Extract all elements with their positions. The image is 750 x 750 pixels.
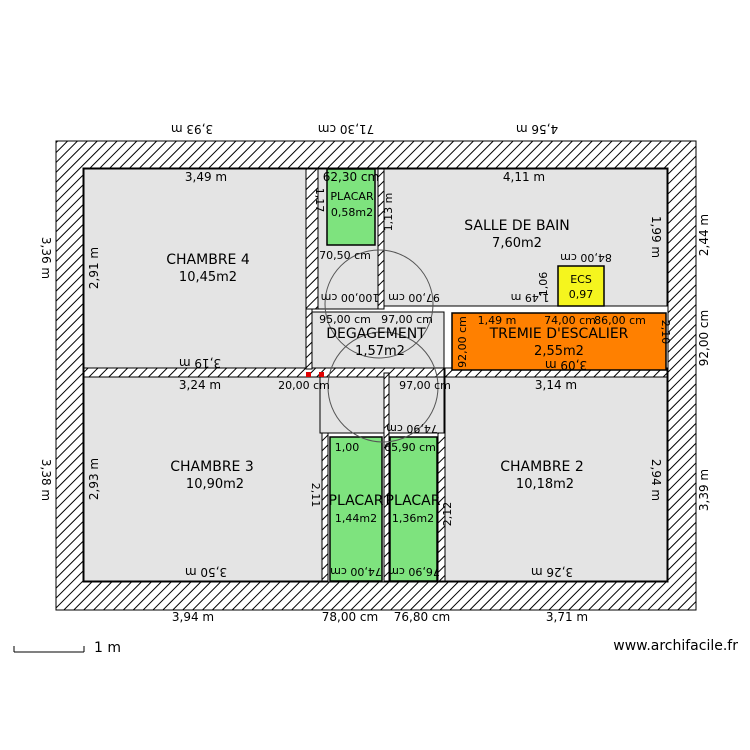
room-label: SALLE DE BAIN [464,218,569,234]
wall-segment [437,432,446,582]
room-label: PLACAR [386,493,441,509]
dim-top-outer-mid: 71,30 cm [318,122,374,136]
dim-bottom-inner-mid2: 76,90 cm [388,565,440,578]
dim-top-inner-left: 3,49 m [185,170,227,184]
door-swing [324,249,434,359]
dim-bottom-outer-mid2: 76,80 cm [394,610,450,624]
dim-ecs-top: 84,00 cm [560,251,612,264]
placard-top[interactable] [326,168,376,246]
room-area: 1,36m2 [392,512,434,525]
dim-right-outer-mid: 92,00 cm [697,310,711,366]
dim-top-outer-left: 3,93 m [171,122,213,136]
dim-top-outer-right: 4,56 m [516,122,558,136]
watermark: www.archifacile.fr [613,638,738,654]
dim-right-inner-top: 1,99 m [649,216,663,258]
room-salle-de-bain[interactable] [383,168,668,307]
dim-placard-top-side: 1,13 m [382,193,395,232]
dim-right-inner-bottom: 2,94 m [649,459,663,501]
dim-mid-left-bottom: 3,24 m [179,378,221,392]
room-label: PLACAR [330,190,374,203]
dim-bottom-outer-mid1: 78,00 cm [322,610,378,624]
dim-bottom-inner-mid1: 74,00 cm [330,565,382,578]
wall-segment [383,372,390,582]
dim-bottom-inner-left: 3,50 m [185,565,227,579]
dim-sdb-small2: 1,06 [537,272,550,297]
tremie-escalier[interactable] [451,312,667,371]
room-area: 2,55m2 [534,344,584,359]
dim-left-outer-bottom: 3,38 m [39,459,53,501]
wall-segment [321,432,329,582]
dim-corridor-bot2: 97,00 cm [399,379,451,392]
dim-placard-l-h: 2,11 [309,483,322,508]
dim-bottom-outer-left: 3,94 m [172,610,214,624]
dim-left-inner-top: 2,91 m [87,247,101,289]
dim-corridor-top2: 97,00 cm [381,313,433,326]
placard-right[interactable] [389,436,438,582]
room-label: TREMIE D'ESCALIER [489,326,629,342]
dim-top-inner-mid: 62,30 cm [323,170,379,184]
dim-placard-r-top2: 74,90 cm [386,422,438,435]
wall-segment [377,168,385,310]
ecs-box[interactable] [557,265,605,307]
room-area: 7,60m2 [492,236,542,251]
dim-right-outer-top: 2,44 m [697,214,711,256]
dim-mid-right-top: 3,09 m [545,358,587,372]
wall-segment [83,367,445,378]
dim-placard-l-top: 1,00 [335,441,360,454]
scale-label: 1 m [94,640,121,656]
room-label: CHAMBRE 2 [500,459,584,475]
dim-mid-left-top: 3,19 m [179,356,221,370]
dim-stair-w: 92,00 cm [456,316,469,368]
room-chambre2[interactable] [444,376,668,582]
room-chambre4[interactable] [83,168,307,369]
dim-placard-top-h: 1,17 [313,188,326,213]
room-label: PLACAR [329,493,384,509]
room-area: 1,44m2 [335,512,377,525]
dim-left-outer-top: 3,36 m [39,237,53,279]
dim-bottom-inner-right: 3,26 m [531,565,573,579]
placard-left[interactable] [329,436,383,582]
room-area: 0,58m2 [331,206,373,219]
room-area: 1,57m2 [355,344,405,359]
corridor-bottom [319,372,445,434]
dim-stair-h: 2,10 [659,320,672,345]
dim-placard-r-top: 65,90 cm [384,441,436,454]
dim-right-outer-bottom: 3,39 m [697,469,711,511]
dim-corridor-bot1: 20,00 cm [278,379,330,392]
dim-stair-top: 1,49 m [478,314,517,327]
dim-placard-top-bot: 70,50 cm [319,249,371,262]
dim-door-top1: 100,00 cm [321,291,380,304]
door-swing [327,331,439,443]
dim-bottom-outer-right: 3,71 m [546,610,588,624]
dim-left-inner-bottom: 2,93 m [87,458,101,500]
dim-mid-right-bottom: 3,14 m [535,378,577,392]
marker [306,372,311,377]
dim-door-top2: 97,00 cm [388,291,440,304]
room-label: ECS [570,273,592,286]
dim-placard-r-h: 2,12 [441,502,454,527]
marker [319,372,324,377]
room-area: 0,97 [569,288,594,301]
room-chambre3[interactable] [83,376,323,582]
room-label: DEGAGEMENT [326,326,426,342]
room-area: 10,45m2 [179,270,237,285]
dim-sdb-small: 1,49 m [511,291,550,304]
room-label: CHAMBRE 4 [166,252,250,268]
dim-stair-mid: 74,00 cm [544,314,596,327]
room-area: 10,18m2 [516,477,574,492]
room-area: 10,90m2 [186,477,244,492]
dim-top-inner-right: 4,11 m [503,170,545,184]
dim-stair-right: 86,00 cm [594,314,646,327]
room-label: CHAMBRE 3 [170,459,254,475]
dim-corridor-top1: 95,00 cm [319,313,371,326]
wall-segment [305,308,313,370]
